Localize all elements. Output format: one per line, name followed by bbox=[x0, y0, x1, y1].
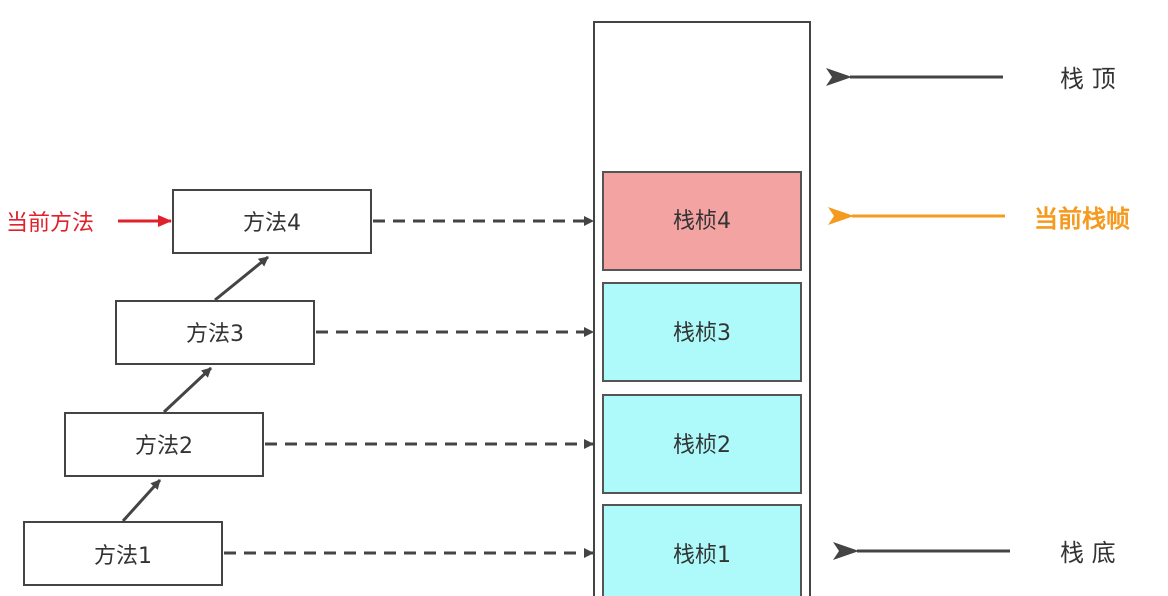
method-4-label: 方法4 bbox=[243, 211, 301, 236]
current-frame-label: 当前栈帧 bbox=[1034, 205, 1130, 233]
call-arrow-1-to-2 bbox=[121, 478, 162, 523]
stack-frame-4: 栈桢4 bbox=[602, 171, 802, 271]
method-2-label: 方法2 bbox=[135, 434, 193, 459]
call-arrow-2-to-3 bbox=[162, 366, 213, 414]
stack-frame-3: 栈桢3 bbox=[602, 282, 802, 382]
method-1: 方法1 bbox=[23, 521, 223, 586]
method-1-box bbox=[23, 521, 223, 586]
method-2: 方法2 bbox=[64, 412, 264, 477]
stack-frame-2-label: 栈桢2 bbox=[673, 433, 731, 458]
stack-top-label: 栈 顶 bbox=[1060, 65, 1116, 93]
stack-frame-2: 栈桢2 bbox=[602, 394, 802, 494]
method-3-box bbox=[115, 300, 315, 365]
current-method-label: 当前方法 bbox=[6, 211, 94, 236]
stack-bottom-label: 栈 底 bbox=[1060, 539, 1116, 567]
stack-frame-1-label: 栈桢1 bbox=[673, 543, 731, 568]
stack-frame-1-box bbox=[602, 504, 802, 596]
call-arrow-3-to-4 bbox=[214, 255, 269, 302]
method-3: 方法3 bbox=[115, 300, 315, 365]
method-1-label: 方法1 bbox=[94, 544, 152, 569]
method-4-box bbox=[172, 189, 372, 254]
method-2-box bbox=[64, 412, 264, 477]
stack-frame-2-box bbox=[602, 394, 802, 494]
stack-frame-4-box bbox=[602, 171, 802, 271]
method-4: 方法4 bbox=[172, 189, 372, 254]
stack-frame-3-label: 栈桢3 bbox=[673, 321, 731, 346]
stack-frame-1: 栈桢1 bbox=[602, 504, 802, 596]
stack-frame-3-box bbox=[602, 282, 802, 382]
stack-frame-4-label: 栈桢4 bbox=[673, 209, 731, 234]
method-3-label: 方法3 bbox=[186, 322, 244, 347]
